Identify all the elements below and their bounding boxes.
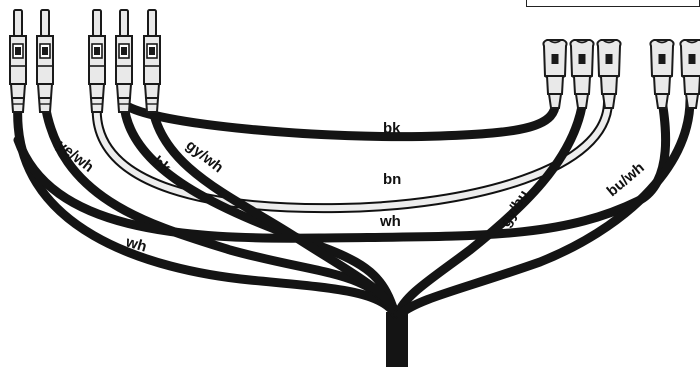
male-spade-connector-icon: [36, 9, 54, 113]
female-spade-connector-icon: [542, 39, 568, 109]
cable-trunk-icon: [386, 312, 408, 367]
female-spade-connector-icon: [649, 39, 675, 109]
top-right-frame-edge: [526, 0, 700, 7]
male-spade-connector-icon: [115, 9, 133, 113]
male-spade-connector-icon: [143, 9, 161, 113]
female-spade-connector-icon: [569, 39, 595, 109]
label-bk-top: bk: [383, 120, 401, 137]
male-connector-row: [9, 9, 161, 113]
label-wh-center: wh: [379, 213, 401, 230]
label-bn: bn: [383, 171, 401, 188]
wire-gy-bu: [393, 95, 588, 319]
wire-wh-left: [13, 99, 400, 319]
wire-bk-top: [119, 93, 560, 142]
label-wh-left: wh: [123, 233, 149, 255]
wire-bu-wh: [395, 95, 695, 319]
female-spade-connector-icon: [679, 39, 700, 109]
wire-wh-center: [13, 95, 671, 243]
label-gy-bu: gy/bu: [497, 187, 533, 230]
male-spade-connector-icon: [9, 9, 27, 113]
female-spade-connector-icon: [596, 39, 622, 109]
wire-group: [13, 93, 695, 319]
female-connector-row: [542, 39, 700, 109]
male-spade-connector-icon: [88, 9, 106, 113]
